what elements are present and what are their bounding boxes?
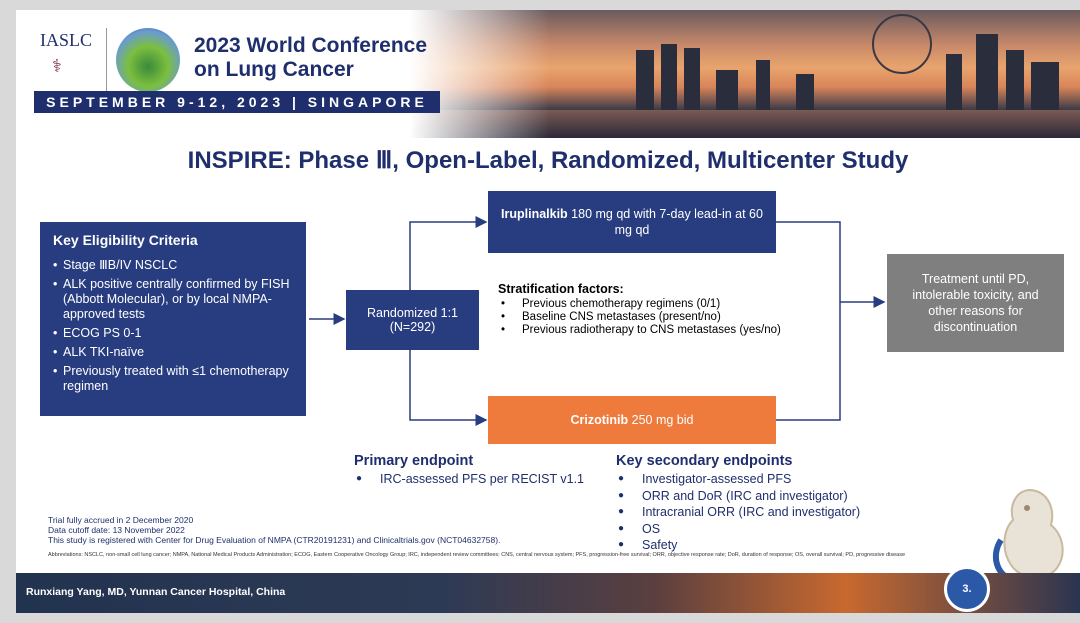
primary-endpoint-heading: Primary endpoint (354, 453, 474, 469)
trial-note: This study is registered with Center for… (48, 535, 501, 545)
conference-title: 2023 World Conference on Lung Cancer (194, 34, 428, 81)
treatment-outcome-box: Treatment until PD, intolerable toxicity… (887, 254, 1064, 352)
secondary-endpoints-list: Investigator-assessed PFS ORR and DoR (I… (616, 471, 860, 554)
flow-connectors (309, 216, 886, 426)
randomization-n: (N=292) (389, 320, 436, 334)
arrow-to-arm-b (409, 350, 488, 426)
building-shape (684, 48, 700, 110)
date-location-bar: SEPTEMBER 9-12, 2023 | SINGAPORE (34, 91, 440, 113)
primary-endpoint-list: IRC-assessed PFS per RECIST v1.1 (354, 471, 584, 488)
building-shape (796, 74, 814, 110)
arm-iruplinalkib-box: Iruplinalkib 180 mg qd with 7-day lead-i… (488, 191, 776, 253)
slide-title: INSPIRE: Phase Ⅲ, Open-Label, Randomized… (187, 147, 909, 174)
logo-divider (106, 28, 107, 94)
building-shape (716, 70, 738, 110)
secondary-endpoint-item: Intracranial ORR (IRC and investigator) (616, 504, 860, 521)
primary-endpoint-item: IRC-assessed PFS per RECIST v1.1 (354, 471, 584, 488)
iaslc-logo-text: IASLC (40, 30, 93, 50)
eligibility-item: Stage ⅢB/IV NSCLC (53, 258, 306, 273)
eligibility-criteria-box: Key Eligibility Criteria Stage ⅢB/IV NSC… (40, 222, 306, 416)
page-number: 3. (944, 566, 990, 612)
eligibility-item: Previously treated with ≤1 chemotherapy … (53, 364, 306, 394)
secondary-endpoint-item: ORR and DoR (IRC and investigator) (616, 488, 860, 505)
arm-a-drug: Iruplinalkib (501, 207, 568, 221)
randomization-ratio: Randomized 1:1 (366, 306, 459, 320)
secondary-endpoint-item: Investigator-assessed PFS (616, 471, 860, 488)
abbreviations-footnote: Abbreviations: NSCLC, non-small cell lun… (48, 552, 906, 558)
arm-a-dose: 180 mg qd with 7-day lead-in at 60 mg qd (567, 207, 763, 237)
trial-note: Data cutoff date: 13 November 2022 (48, 525, 185, 535)
stratification-factors: Stratification factors: Previous chemoth… (498, 282, 788, 337)
arm-b-dose: 250 mg bid (628, 413, 694, 427)
slide-footer: Runxiang Yang, MD, Yunnan Cancer Hospita… (16, 573, 1080, 613)
eligibility-list: Stage ⅢB/IV NSCLC ALK positive centrally… (40, 258, 306, 394)
eligibility-heading: Key Eligibility Criteria (53, 232, 198, 248)
stratification-item: Previous chemotherapy regimens (0/1) (498, 298, 788, 311)
secondary-endpoint-item: OS (616, 521, 860, 538)
arrow-to-arm-a (409, 216, 488, 290)
arm-crizotinib-box: Crizotinib 250 mg bid (488, 396, 776, 444)
conference-header: IASLC ⚕ 2023 World Conference on Lung Ca… (16, 10, 1080, 138)
building-shape (1006, 50, 1024, 110)
trial-note: Trial fully accrued in 2 December 2020 (48, 515, 194, 525)
ferris-wheel-shape (872, 14, 932, 74)
eligibility-item: ECOG PS 0-1 (53, 326, 306, 341)
secondary-endpoints-heading: Key secondary endpoints (616, 453, 793, 469)
trial-notes: Trial fully accrued in 2 December 2020 D… (48, 515, 500, 545)
arms-join-connector (776, 221, 841, 421)
stratification-item: Previous radiotherapy to CNS metastases … (498, 324, 788, 337)
slide: IASLC ⚕ 2023 World Conference on Lung Ca… (16, 10, 1080, 613)
presenter-name: Runxiang Yang, MD, Yunnan Cancer Hospita… (26, 586, 286, 598)
building-shape (946, 54, 962, 110)
randomization-box: Randomized 1:1 (N=292) (346, 290, 479, 350)
lung-logo-icon: ⚕ (52, 56, 62, 76)
building-shape (1031, 62, 1059, 110)
secondary-endpoint-item: Safety (616, 537, 860, 554)
stratification-item: Baseline CNS metastases (present/no) (498, 311, 788, 324)
eligibility-item: ALK TKI-naïve (53, 345, 306, 360)
building-shape (636, 50, 654, 110)
arm-b-drug: Crizotinib (570, 413, 629, 427)
eligibility-item: ALK positive centrally confirmed by FISH… (53, 277, 306, 322)
stratification-list: Previous chemotherapy regimens (0/1) Bas… (498, 298, 788, 337)
building-shape (976, 34, 998, 110)
building-shape (661, 44, 677, 110)
skyline-fade (410, 10, 550, 138)
building-shape (756, 60, 770, 110)
conference-logo-icon (116, 28, 180, 92)
stratification-heading: Stratification factors: (498, 282, 624, 296)
